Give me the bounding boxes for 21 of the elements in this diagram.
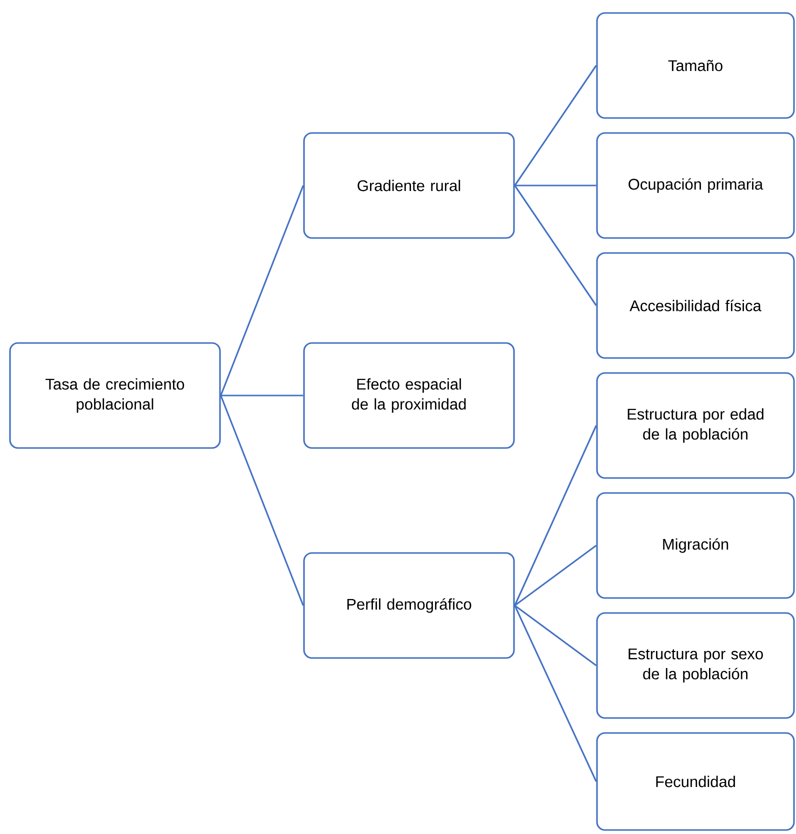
text-box: Perfil demográfico (303, 552, 515, 659)
connector-line (220, 394, 304, 396)
connector-line (514, 605, 597, 782)
text-box: Gradiente rural (303, 132, 515, 239)
text-box: Fecundidad (596, 732, 795, 831)
connector-line (514, 544, 597, 606)
text-box: Tamaño (596, 12, 795, 119)
connector-line (220, 185, 304, 396)
connector-line (514, 184, 596, 186)
connector-line (514, 425, 597, 606)
text-box: Migración (596, 492, 795, 599)
text-box: Efecto espacial de la proximidad (303, 342, 515, 449)
text-box: Tasa de crecimiento poblacional (9, 342, 221, 449)
connector-line (514, 604, 597, 666)
connector-line (514, 65, 597, 186)
text-box: Ocupación primaria (596, 132, 795, 239)
text-box: Estructura por edad de la población (596, 372, 795, 479)
text-box: Accesibilidad física (596, 252, 795, 359)
connector-line (220, 395, 304, 606)
connector-line (514, 185, 597, 306)
text-box: Estructura por sexo de la población (596, 612, 795, 719)
